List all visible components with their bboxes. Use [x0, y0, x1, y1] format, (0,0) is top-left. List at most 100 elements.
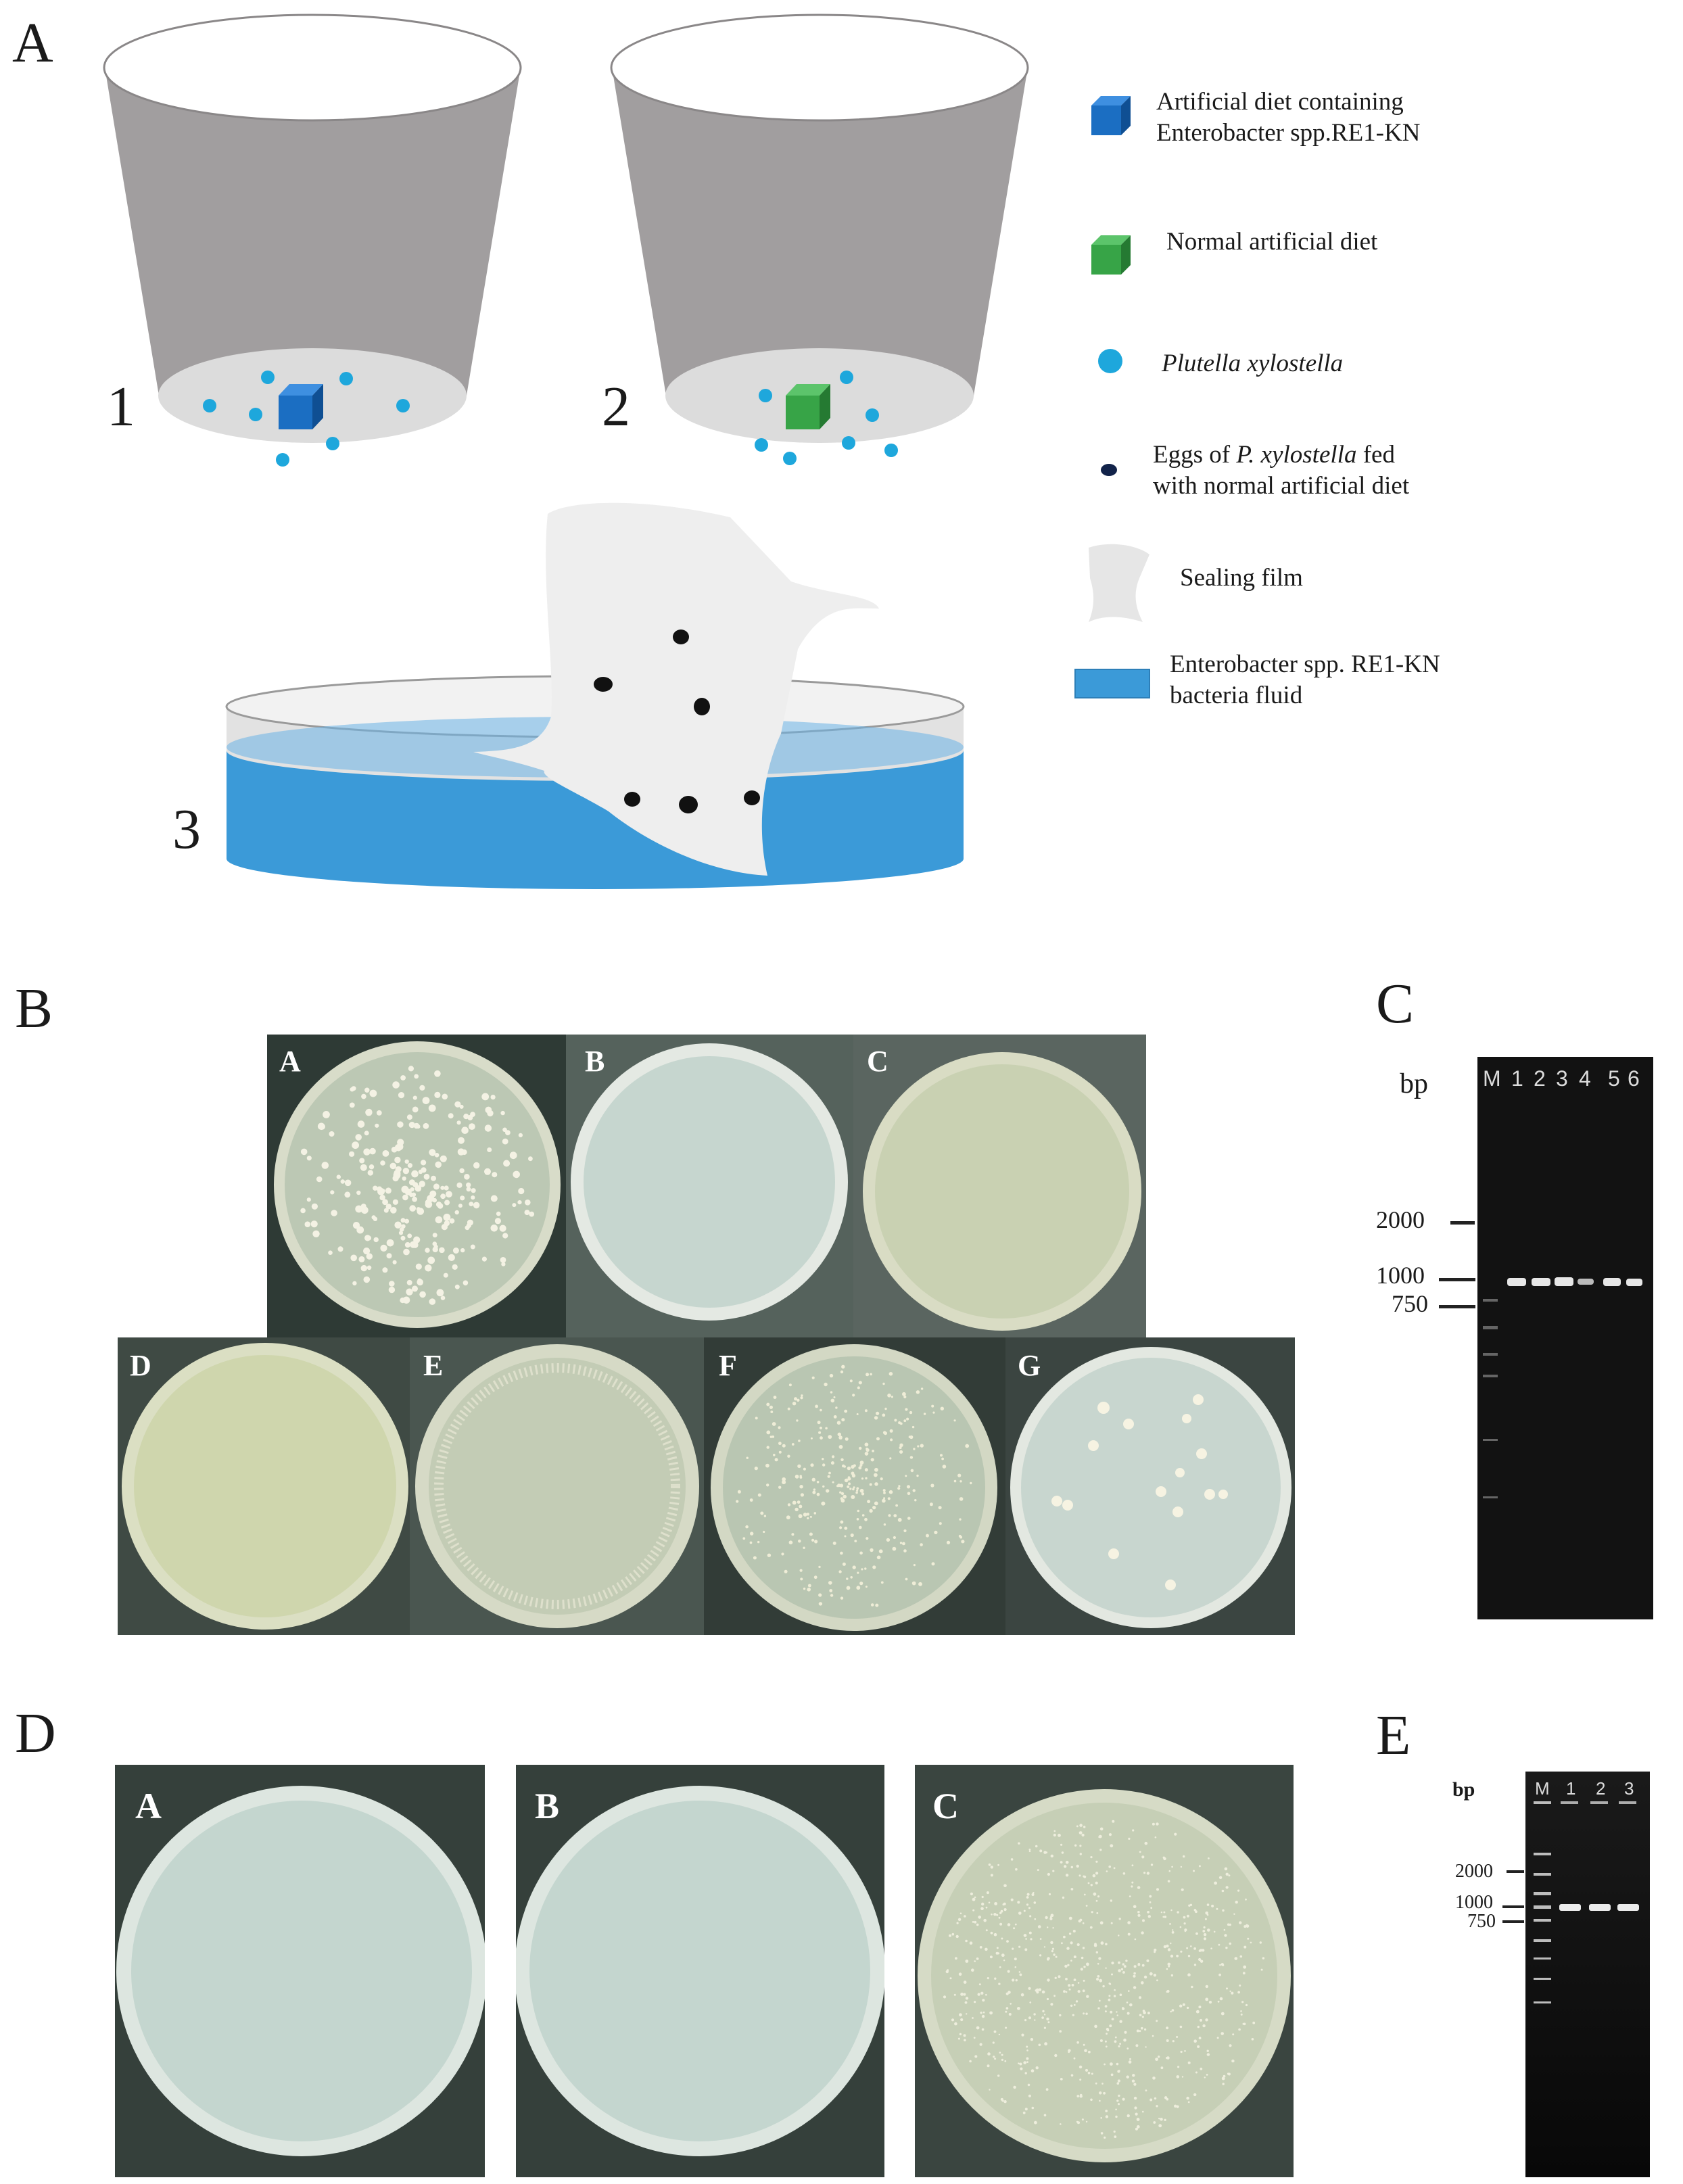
- colony-dot: [373, 1237, 379, 1243]
- colony-dot: [1145, 2046, 1147, 2048]
- colony-dot: [799, 1475, 802, 1477]
- colony-dot: [1221, 1889, 1225, 1893]
- colony-dot: [1100, 2132, 1104, 2135]
- colony-dot: [890, 1438, 893, 1442]
- colony-dot: [1168, 1965, 1170, 1968]
- colony-dot: [918, 1582, 922, 1586]
- colony-dot: [1137, 1914, 1141, 1917]
- colony-dot: [782, 1477, 786, 1481]
- colony-dot: [1158, 2056, 1160, 2058]
- colony-dot: [951, 2018, 955, 2022]
- colony-dot: [1207, 1928, 1210, 1932]
- colony-dot: [827, 1475, 830, 1478]
- colony-dot: [1039, 1849, 1043, 1853]
- colony-dot: [1053, 1833, 1056, 1837]
- colony-dot: [882, 1382, 885, 1385]
- colony-dot: [1243, 1945, 1247, 1949]
- lane-label-3: 3: [1556, 1066, 1568, 1091]
- colony-dot: [1132, 2074, 1135, 2077]
- colony-dot: [1218, 1943, 1220, 1946]
- colony-dot: [965, 1960, 969, 1963]
- colony-dot: [1033, 2013, 1036, 2016]
- colony-dot: [1183, 1855, 1185, 1858]
- colony-dot: [835, 1406, 838, 1409]
- colony-dot: [398, 1092, 405, 1099]
- colony-dot: [985, 1993, 987, 1996]
- colony-dot: [1035, 1989, 1037, 1992]
- colony-dot: [1144, 2028, 1147, 2031]
- colony-dot: [1152, 1822, 1155, 1826]
- gel-c-marker-1000: 1000: [1376, 1262, 1425, 1289]
- colony-dot: [946, 1540, 951, 1544]
- colony-dot: [366, 1253, 373, 1260]
- colony-dot: [446, 1191, 452, 1198]
- colony-dot: [1097, 1975, 1100, 1978]
- colony-dot: [822, 1485, 825, 1488]
- colony-dot: [957, 1473, 962, 1477]
- colony-dot: [839, 1483, 844, 1488]
- colony-dot: [363, 1248, 371, 1255]
- colony-dot: [412, 1196, 417, 1202]
- colony-dot: [839, 1491, 842, 1494]
- colony-dot: [999, 1922, 1003, 1926]
- colony-dot: [377, 1186, 383, 1192]
- green-cube-icon: [786, 384, 830, 429]
- colony-dot: [905, 1475, 907, 1477]
- colony-dot: [1077, 1990, 1081, 1993]
- colony-dot: [867, 1500, 871, 1504]
- colony-dot: [402, 1168, 410, 1174]
- colony-dot: [1176, 2036, 1179, 2038]
- colony-dot: [1113, 1995, 1116, 1997]
- colony-dot: [436, 1289, 444, 1297]
- colony-dot: [1240, 2010, 1242, 2012]
- colony-dot: [1034, 1918, 1037, 1920]
- colony-dot: [1086, 1995, 1089, 1998]
- colony-dot: [1102, 1985, 1105, 1988]
- colony-dot: [1099, 1827, 1104, 1831]
- colony-dot: [1064, 1865, 1067, 1868]
- colony-dot: [951, 1932, 955, 1936]
- colony-dot: [449, 1218, 455, 1224]
- colony-dot: [753, 1556, 757, 1560]
- colony-dot: [990, 1866, 993, 1869]
- colony-dot: [1101, 2083, 1104, 2085]
- colony-dot: [773, 1454, 776, 1456]
- colony-dot: [870, 1458, 874, 1462]
- colony-dot: [1132, 1829, 1135, 1832]
- colony-dot: [895, 1504, 898, 1507]
- colony-dot: [822, 1458, 824, 1461]
- colony-dot: [1105, 1943, 1108, 1946]
- colony-dot: [993, 2030, 997, 2033]
- colony-dot: [1119, 2020, 1122, 2023]
- colony-dot: [999, 2051, 1001, 2054]
- colony-dot: [1095, 1872, 1099, 1875]
- colony-dot: [1115, 2108, 1117, 2111]
- colony-dot: [930, 1483, 934, 1488]
- colony-dot: [1099, 2039, 1103, 2042]
- colony-dot: [1214, 1881, 1217, 1885]
- colony-dot: [443, 1273, 448, 1278]
- colony-dot: [1154, 1951, 1156, 1953]
- colony-dot: [818, 1565, 821, 1569]
- colony-dot: [1260, 1968, 1263, 1971]
- colony-dot: [1104, 2040, 1107, 2043]
- colony-dot: [410, 1241, 417, 1248]
- colony-dot: [893, 1536, 896, 1540]
- colony-dot: [1114, 2040, 1117, 2043]
- colony-dot: [1029, 2001, 1032, 2003]
- colony-dot: [972, 2017, 974, 2019]
- lane-label-m: M: [1535, 1778, 1550, 1799]
- colony-dot: [1154, 2097, 1157, 2100]
- colony-dot: [1172, 1929, 1174, 1931]
- colony-dot: [959, 2033, 962, 2036]
- colony-dot: [960, 1993, 964, 1996]
- colony-dot: [1070, 2004, 1073, 2007]
- colony-dot: [1007, 1970, 1010, 1973]
- cup-number-2: 2: [602, 375, 630, 438]
- colony-dot: [356, 1226, 364, 1234]
- colony-dot: [874, 1501, 878, 1506]
- colony-dot: [1099, 2099, 1101, 2102]
- colony-dot: [1030, 2069, 1035, 2072]
- gel-e-tick-1000: [1502, 1905, 1524, 1908]
- colony-dot: [850, 1576, 853, 1579]
